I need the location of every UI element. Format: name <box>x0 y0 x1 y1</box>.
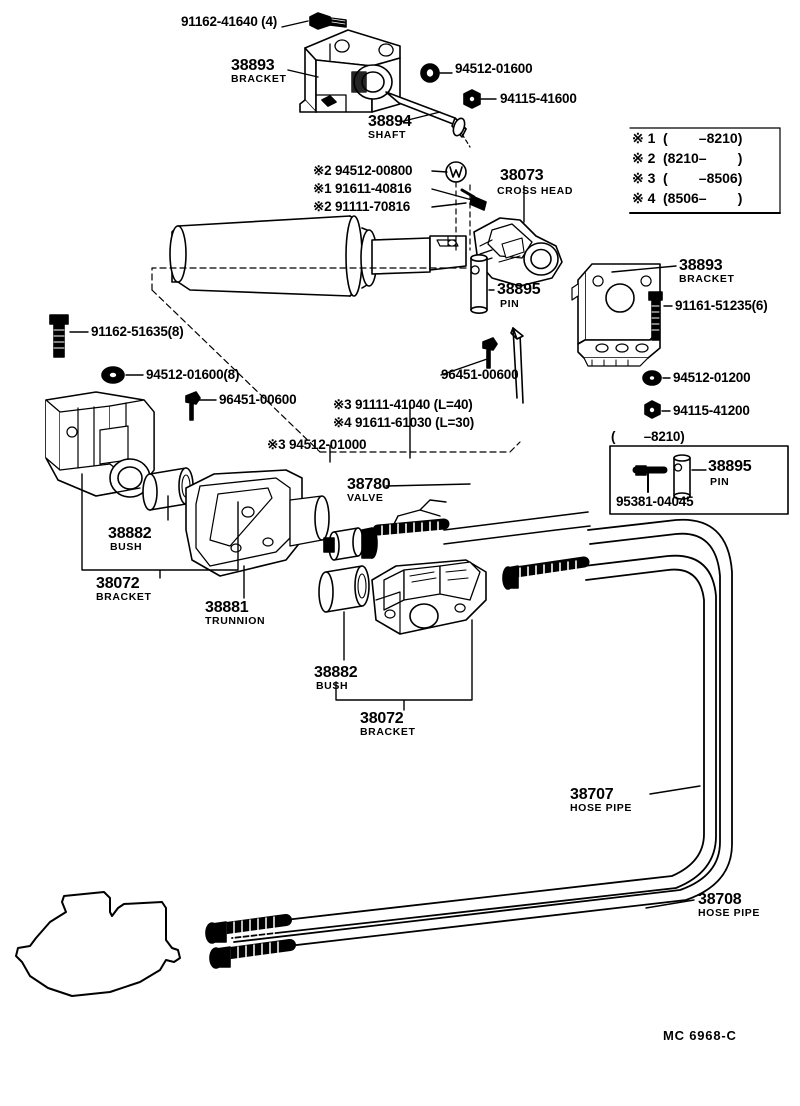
part-booster-cylinder <box>169 215 467 297</box>
inset-part-number: 38895 <box>708 458 752 475</box>
dashed-leader <box>319 441 521 453</box>
callout-number: 38882 <box>108 525 152 542</box>
callout-number: 38780 <box>347 476 391 493</box>
callout-91161-51235: 91161-51235(6) <box>675 298 768 313</box>
dashed-leader <box>151 267 201 291</box>
callout-name: TRUNNION <box>205 615 266 627</box>
inset-bolt-95381-04045 <box>632 465 668 493</box>
callout-number: 91162-41640 (4) <box>181 14 278 29</box>
washer-94512-01600-left <box>101 366 125 384</box>
legend-row-mark: ※ 3 <box>632 170 656 186</box>
part-38895-pin <box>470 254 488 314</box>
part-38072-bracket-right <box>371 559 487 635</box>
callout-name: BRACKET <box>360 726 416 738</box>
hose-spring-guard-lower <box>510 556 590 593</box>
part-38893-bracket-top <box>299 29 401 113</box>
callout-number: 38708 <box>698 891 742 908</box>
hose-end-fittings-bottom <box>205 914 296 969</box>
callout-91111-41040: ※3 91111-41040 (L=40) <box>333 397 473 412</box>
callout-94115-41200: 94115-41200 <box>673 403 750 418</box>
bolt-91162-41640 <box>309 12 347 30</box>
legend-row-mark: ※ 2 <box>632 150 656 166</box>
inset-bolt-number: 95381-04045 <box>616 494 694 509</box>
callout-number: 38895 <box>497 281 541 298</box>
inset-part-name: PIN <box>710 476 730 488</box>
washer-94512-01200 <box>642 370 662 386</box>
part-38893-bracket-right <box>571 263 661 367</box>
part-38073-cross-head <box>473 217 563 287</box>
nut-94115-41600 <box>463 89 481 109</box>
inset-pin-38895 <box>673 454 691 500</box>
washer-94512-00800 <box>445 161 467 183</box>
part-38072-bracket-left <box>45 391 155 498</box>
callout-name: HOSE PIPE <box>570 802 633 814</box>
part-38707-38708-hose-pipes <box>231 518 733 953</box>
callout-name: CROSS HEAD <box>497 185 574 197</box>
callout-name: VALVE <box>347 492 384 504</box>
callout-94512-01600: 94512-01600 <box>455 61 533 76</box>
callout-number: 38072 <box>360 710 404 727</box>
legend-row-range: ( –8210) <box>663 130 743 146</box>
hose-spring-guard-upper <box>372 518 450 553</box>
legend-row-range: (8210– ) <box>663 150 743 166</box>
callout-94512-00800: ※2 94512-00800 <box>313 163 413 178</box>
callout-number: 38707 <box>570 786 614 803</box>
callout-number: 38881 <box>205 599 249 616</box>
part-38882-bush-right <box>318 565 370 613</box>
part-38894-shaft <box>385 91 471 148</box>
legend-row-mark: ※ 4 <box>632 190 656 206</box>
callout-name: PIN <box>500 298 520 310</box>
view-direction-arrow <box>510 327 524 404</box>
callout-96451-00600-mid: 96451-00600 <box>441 367 519 382</box>
callout-number: 38882 <box>314 664 358 681</box>
dashed-leader <box>151 289 321 453</box>
callout-number: 38893 <box>231 57 275 74</box>
callout-number: 38073 <box>500 167 544 184</box>
callout-number: 38894 <box>368 113 412 130</box>
legend-row-range: (8506– ) <box>663 190 743 206</box>
legend-row-mark: ※ 1 <box>632 130 656 146</box>
callout-name: BUSH <box>316 680 349 692</box>
callout-96451-00600-left: 96451-00600 <box>219 392 297 407</box>
callout-name: SHAFT <box>368 129 406 141</box>
callout-name: BUSH <box>110 541 143 553</box>
grease-nipple-96451-00600-mid <box>482 337 498 369</box>
callout-number: 38072 <box>96 575 140 592</box>
bolt-91111-70816 <box>460 188 487 211</box>
callout-name: BRACKET <box>679 273 735 285</box>
callout-name: BRACKET <box>231 73 287 85</box>
grease-nipple-96451-00600-left <box>185 391 201 421</box>
bolt-91162-51635 <box>49 314 69 358</box>
callout-name: BRACKET <box>96 591 152 603</box>
inset-box <box>609 445 789 515</box>
drawing-code: MC 6968-C <box>663 1028 737 1043</box>
callout-94512-01200: 94512-01200 <box>673 370 751 385</box>
callout-91611-61030: ※4 91611-61030 (L=30) <box>333 415 475 430</box>
callout-91111-70816: ※2 91111-70816 <box>313 199 411 214</box>
part-38780-valve <box>323 527 378 561</box>
legend-row-range: ( –8506) <box>663 170 743 186</box>
pipe-run-upper <box>391 499 591 545</box>
legend-box <box>629 127 781 214</box>
callout-94512-01000: ※3 94512-01000 <box>267 437 367 452</box>
leader-lines <box>69 20 701 909</box>
callout-94115-41600: 94115-41600 <box>500 91 577 106</box>
callout-94512-01600-left: 94512-01600(8) <box>146 367 240 382</box>
part-38882-bush-left <box>142 467 194 511</box>
nut-94115-41200 <box>644 400 661 419</box>
callout-name: HOSE PIPE <box>698 907 761 919</box>
callout-91162-51635: 91162-51635(8) <box>91 324 184 339</box>
part-38881-trunnion <box>185 469 330 577</box>
callout-number: 38893 <box>679 257 723 274</box>
inset-header: ( –8210) <box>611 429 685 444</box>
hose-fitting-lower <box>502 565 519 590</box>
bolt-91161-51235 <box>648 291 663 341</box>
vehicle-silhouette <box>15 891 181 997</box>
callout-91611-40816: ※1 91611-40816 <box>313 181 412 196</box>
washer-94512-01600-top <box>420 63 440 83</box>
